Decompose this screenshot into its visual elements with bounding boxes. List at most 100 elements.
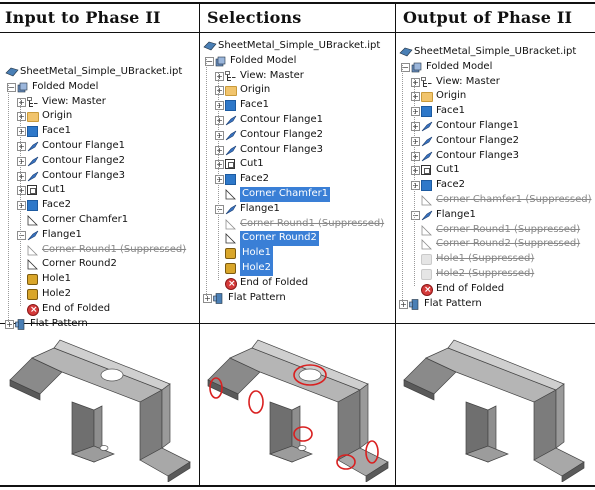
expand-toggle-icon[interactable]: +	[411, 136, 420, 146]
tree-item[interactable]: +View: Master	[399, 75, 593, 90]
expand-toggle-icon[interactable]: +	[17, 127, 26, 137]
corner-icon	[27, 259, 38, 270]
tree-item[interactable]: SheetMetal_Simple_UBracket.ipt	[5, 65, 195, 80]
tree-item[interactable]: Hole2 (Suppressed)	[399, 267, 593, 282]
expand-toggle-icon[interactable]: −	[205, 56, 214, 66]
tree-item-label: Contour Flange2	[436, 134, 519, 146]
tree-item[interactable]: +View: Master	[5, 95, 195, 110]
tree-item[interactable]: −Flange1	[5, 228, 195, 243]
tree-item[interactable]: +Contour Flange2	[5, 154, 195, 169]
expand-toggle-icon[interactable]: +	[203, 293, 212, 303]
expand-toggle-icon[interactable]: +	[411, 166, 420, 176]
tree-item[interactable]: +Face1	[5, 124, 195, 139]
tree-item[interactable]: + Contour Flange2	[399, 134, 593, 149]
tree-item[interactable]: End of Folded	[203, 276, 393, 292]
expand-toggle-icon[interactable]: +	[17, 171, 26, 181]
tree-item[interactable]: +Flat Pattern	[203, 291, 393, 306]
expand-toggle-icon[interactable]: +	[215, 160, 224, 170]
expand-toggle-icon[interactable]: +	[215, 71, 224, 81]
tree-item[interactable]: End of Folded	[5, 302, 195, 318]
tree-item[interactable]: + Origin	[399, 89, 593, 104]
tree-item[interactable]: Corner Round1 (Suppressed)	[5, 243, 195, 258]
tree-item[interactable]: + View: Master	[203, 69, 393, 84]
tree-item[interactable]: Corner Round2 (Suppressed)	[399, 237, 593, 252]
tree-item[interactable]: −Folded Model	[5, 80, 195, 95]
tree-item[interactable]: +Face1	[203, 98, 393, 113]
expand-toggle-icon[interactable]: +	[215, 130, 224, 140]
expand-toggle-icon[interactable]: −	[17, 230, 26, 240]
expand-toggle-icon[interactable]: +	[215, 101, 224, 111]
tree-item[interactable]: Hole1	[203, 246, 393, 261]
tree-item[interactable]: +Flat Pattern	[5, 317, 195, 332]
expand-toggle-icon[interactable]: −	[411, 210, 420, 220]
tree-item[interactable]: Hole2	[203, 260, 393, 276]
tree-item[interactable]: Hole1 (Suppressed)	[399, 252, 593, 267]
tree-item[interactable]: +Contour Flange1	[203, 113, 393, 128]
tree-item[interactable]: +Cut1	[5, 183, 195, 198]
expand-toggle-icon[interactable]: +	[215, 86, 224, 96]
tree-item[interactable]: +Contour Flange1	[5, 139, 195, 154]
flange-icon	[225, 145, 237, 156]
tree-item-label: Contour Flange3	[240, 143, 323, 155]
tree-item[interactable]: Corner Chamfer1	[203, 186, 393, 202]
tree-item[interactable]: +Origin	[5, 109, 195, 124]
tree-item-label: View: Master	[240, 69, 304, 81]
tree-item[interactable]: +Cut1	[203, 157, 393, 172]
expand-toggle-icon[interactable]: −	[7, 82, 16, 92]
expand-toggle-icon[interactable]: −	[215, 204, 224, 214]
tree-item-label: Origin	[436, 90, 467, 102]
expand-toggle-icon[interactable]: +	[411, 151, 420, 161]
expand-toggle-icon[interactable]: +	[215, 115, 224, 125]
tree-item[interactable]: − Flange1	[203, 202, 393, 217]
tree-item[interactable]: SheetMetal_Simple_UBracket.ipt	[203, 39, 393, 54]
tree-item[interactable]: +Contour Flange3	[5, 169, 195, 184]
tree-item[interactable]: Corner Chamfer1 (Suppressed)	[399, 193, 593, 208]
tree-item[interactable]: −Flange1	[399, 208, 593, 223]
tree-item[interactable]: −Folded Model	[203, 54, 393, 69]
face-icon	[421, 180, 432, 192]
expand-toggle-icon[interactable]: −	[401, 62, 410, 72]
expand-toggle-icon[interactable]: +	[411, 107, 420, 117]
tree-guide-line	[402, 65, 403, 302]
tree-item[interactable]: −Folded Model	[399, 60, 593, 75]
tree-item[interactable]: +Contour Flange2	[203, 128, 393, 143]
tree-item[interactable]: +Contour Flange1	[399, 119, 593, 134]
tree-item[interactable]: End of Folded	[399, 282, 593, 298]
expand-toggle-icon[interactable]: +	[17, 141, 26, 151]
face-icon	[225, 174, 236, 186]
tree-item[interactable]: Corner Round1 (Suppressed)	[399, 223, 593, 238]
expand-toggle-icon[interactable]: +	[215, 145, 224, 155]
expand-toggle-icon[interactable]: +	[411, 77, 420, 87]
tree-item[interactable]: Corner Round2	[203, 231, 393, 247]
tree-item[interactable]: +Flat Pattern	[399, 297, 593, 312]
expand-toggle-icon[interactable]: +	[411, 181, 420, 191]
tree-item[interactable]: Hole2	[5, 287, 195, 302]
expand-toggle-icon[interactable]: +	[215, 175, 224, 185]
expand-toggle-icon[interactable]: +	[5, 319, 14, 329]
tree-item[interactable]: +Face2	[203, 172, 393, 187]
tree-item[interactable]: Corner Round1 (Suppressed)	[203, 217, 393, 232]
tree-item[interactable]: Hole1	[5, 272, 195, 287]
expand-toggle-icon[interactable]: +	[411, 92, 420, 102]
flange-icon	[421, 151, 433, 162]
tree-item[interactable]: SheetMetal_Simple_UBracket.ipt	[399, 45, 593, 60]
tree-item-label: Corner Round2	[42, 258, 117, 270]
expand-toggle-icon[interactable]: +	[411, 121, 420, 131]
tree-item[interactable]: +Origin	[203, 83, 393, 98]
expand-toggle-icon[interactable]: +	[17, 186, 26, 196]
tree-item[interactable]: +Cut1	[399, 163, 593, 178]
expand-toggle-icon[interactable]: +	[17, 97, 26, 107]
expand-toggle-icon[interactable]: +	[17, 156, 26, 166]
tree-item[interactable]: Corner Chamfer1	[5, 213, 195, 228]
tree-item[interactable]: + Contour Flange3	[203, 143, 393, 158]
folder-icon	[225, 86, 237, 97]
tree-item[interactable]: +Face2	[5, 198, 195, 213]
tree-item[interactable]: Corner Round2	[5, 257, 195, 272]
expand-toggle-icon[interactable]: +	[399, 299, 408, 309]
tree-item[interactable]: +Face1	[399, 104, 593, 119]
tree-item[interactable]: +Contour Flange3	[399, 149, 593, 164]
expand-toggle-icon[interactable]: +	[17, 112, 26, 122]
tree-item-label: Flange1	[240, 202, 280, 214]
tree-item[interactable]: +Face2	[399, 178, 593, 193]
expand-toggle-icon[interactable]: +	[17, 201, 26, 211]
